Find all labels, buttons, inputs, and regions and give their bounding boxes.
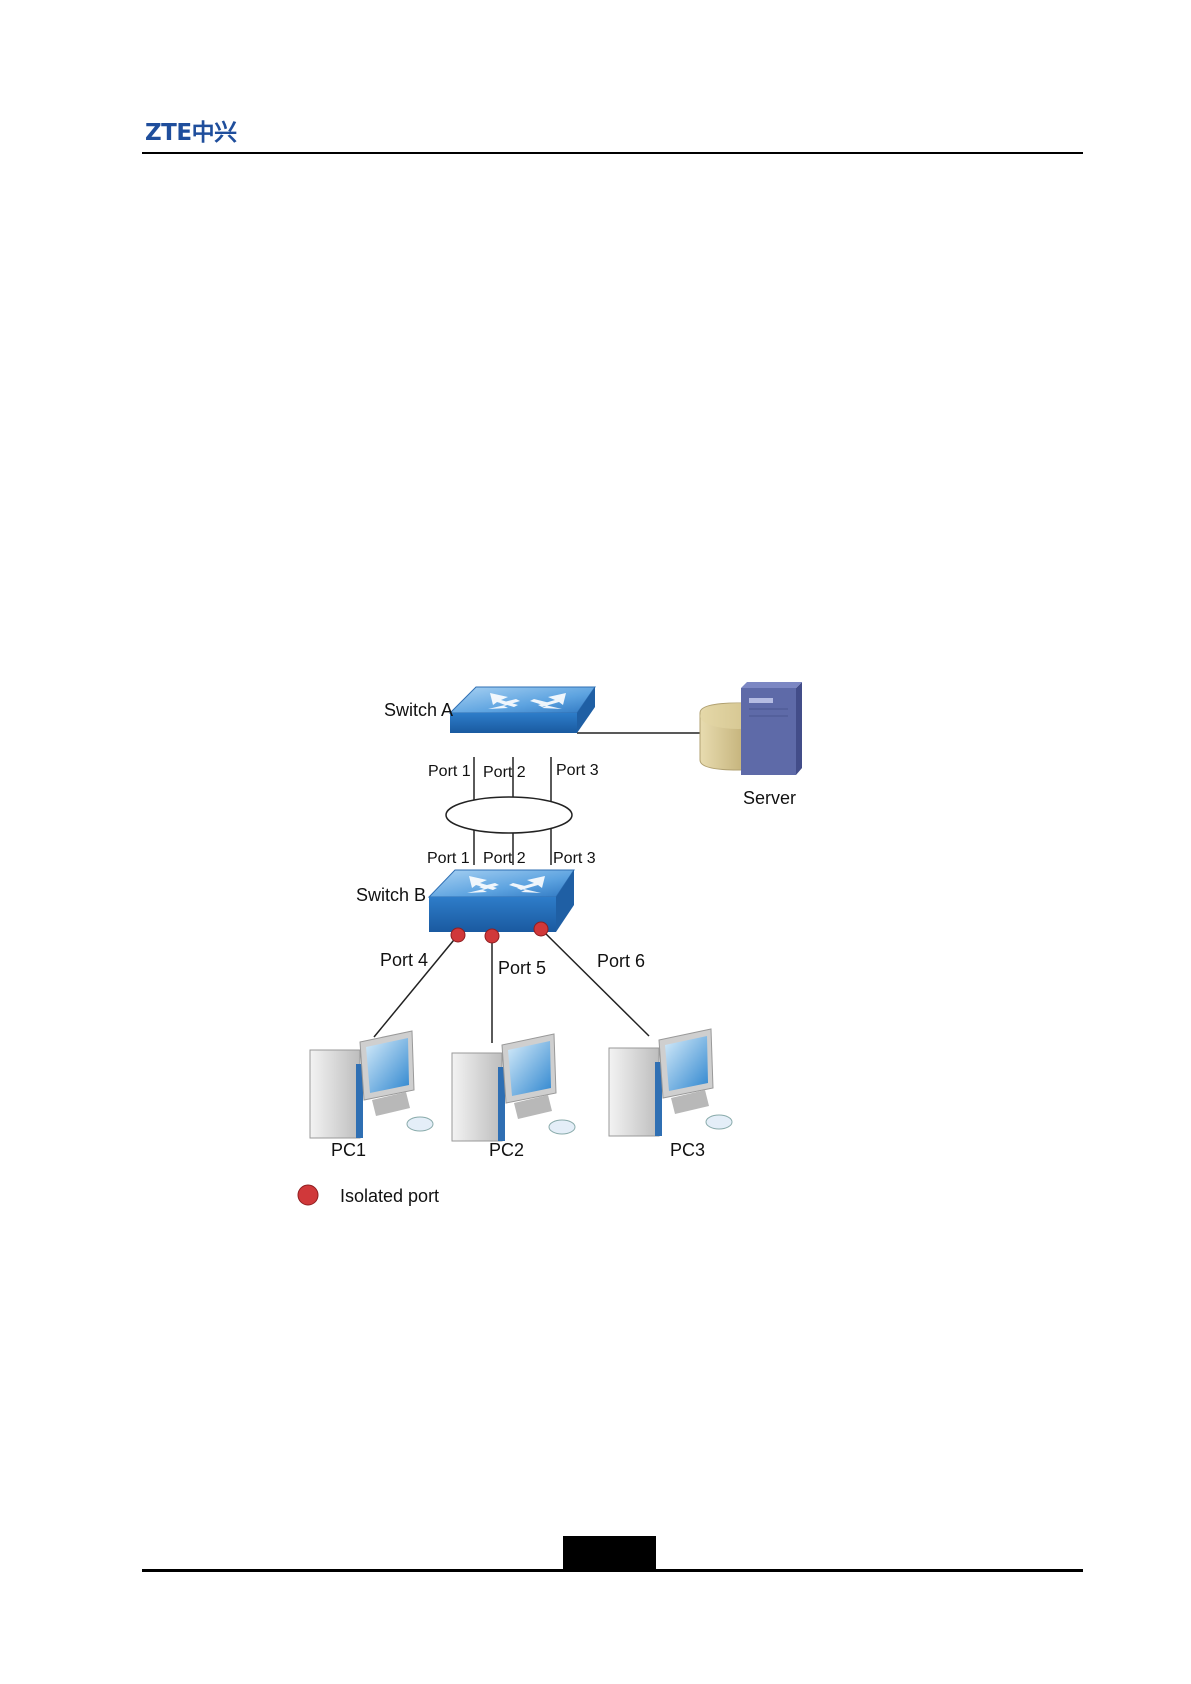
switch-b-port1-label: Port 1 bbox=[427, 850, 470, 867]
switch-a-port2-label: Port 2 bbox=[483, 764, 526, 781]
isolated-port-5-marker bbox=[485, 929, 499, 943]
switch-a-port1-label: Port 1 bbox=[428, 763, 471, 780]
switch-a-label: Switch A bbox=[384, 700, 453, 720]
isolated-port-6-marker bbox=[534, 922, 548, 936]
switch-b-port2-label: Port 2 bbox=[483, 850, 526, 867]
page-number-tab bbox=[563, 1536, 656, 1571]
pc1-icon bbox=[310, 1031, 433, 1138]
link-pc3 bbox=[541, 929, 649, 1036]
switch-b-label: Switch B bbox=[356, 885, 426, 905]
switch-b-icon bbox=[429, 870, 574, 932]
legend-isolated-port-marker bbox=[298, 1185, 318, 1205]
switch-a-icon bbox=[450, 687, 595, 733]
port6-label: Port 6 bbox=[597, 951, 645, 971]
pc2-icon bbox=[452, 1034, 575, 1141]
isolated-port-4-marker bbox=[451, 928, 465, 942]
port5-label: Port 5 bbox=[498, 958, 546, 978]
pc3-label: PC3 bbox=[670, 1140, 705, 1160]
port4-label: Port 4 bbox=[380, 950, 428, 970]
footer-rule bbox=[142, 1569, 1083, 1572]
pc2-label: PC2 bbox=[489, 1140, 524, 1160]
pc1-label: PC1 bbox=[331, 1140, 366, 1160]
pc3-icon bbox=[609, 1029, 732, 1136]
server-label: Server bbox=[743, 788, 796, 808]
server-icon bbox=[700, 682, 802, 775]
switch-b-port3-label: Port 3 bbox=[553, 850, 596, 867]
switch-a-port3-label: Port 3 bbox=[556, 762, 599, 779]
legend-isolated-port-label: Isolated port bbox=[340, 1186, 439, 1206]
link-aggregation-ellipse bbox=[446, 797, 572, 833]
